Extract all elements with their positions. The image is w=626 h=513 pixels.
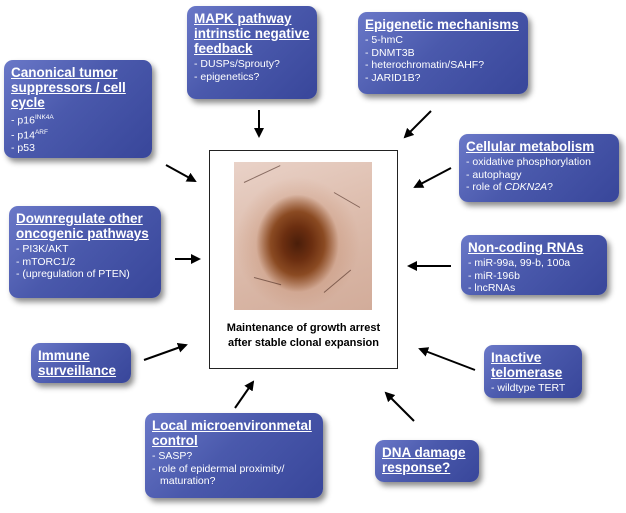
list-item: - DUSPs/Sprouty? xyxy=(194,58,280,70)
arrow-metabolism xyxy=(413,167,452,188)
box-title: Downregulate other oncogenic pathways xyxy=(16,211,149,241)
melanocytic-nevus-image xyxy=(234,162,372,310)
list-item: - wildtype TERT xyxy=(491,382,566,394)
box-inactive-telomerase: Inactive telomerase - wildtype TERT xyxy=(484,345,582,398)
arrow-telomerase xyxy=(418,347,476,371)
box-title: Canonical tumor suppressors / cell cycle xyxy=(11,65,126,110)
box-title: Cellular metabolism xyxy=(466,139,595,154)
list-item: - 5-hmC xyxy=(365,34,403,46)
box-title: Immune surveillance xyxy=(38,348,117,378)
list-item: - mTORC1/2 xyxy=(16,255,76,268)
box-epigenetic-mechanisms: Epigenetic mechanisms - 5-hmC - DNMT3B -… xyxy=(358,12,528,94)
arrow-epigenetic xyxy=(403,110,432,139)
list-item: - epigenetics? xyxy=(194,70,260,83)
box-title: Local microenvironmetal control xyxy=(152,418,312,448)
box-immune-surveillance: Immune surveillance xyxy=(31,343,131,383)
list-item: - p14ARF xyxy=(11,129,48,142)
box-title: DNA damage response? xyxy=(382,445,466,475)
arrow-microenv xyxy=(234,380,255,409)
list-item: - JARID1B? xyxy=(365,71,421,84)
list-item: - oxidative phosphorylation xyxy=(466,156,591,168)
list-item: - p16INK4A xyxy=(11,114,54,127)
list-item: - autophagy xyxy=(466,168,522,181)
list-item: - (upregulation of PTEN) xyxy=(16,268,130,280)
box-non-coding-rnas: Non-coding RNAs - miR-99a, 99-b, 100a - … xyxy=(461,235,607,295)
box-title: Epigenetic mechanisms xyxy=(365,17,519,32)
list-item: - heterochromatin/SAHF? xyxy=(365,59,485,71)
box-mapk-pathway: MAPK pathway intrinstic negative feedbac… xyxy=(187,6,317,99)
list-item: - miR-196b xyxy=(468,269,520,282)
box-downregulate-oncogenic-pathways: Downregulate other oncogenic pathways - … xyxy=(9,206,161,298)
list-item: - SASP? xyxy=(152,450,193,462)
list-item: maturation? xyxy=(160,475,216,487)
caption-line-1: Maintenance of growth arrest xyxy=(226,322,381,334)
box-title: Inactive telomerase xyxy=(491,350,563,380)
box-local-microenvironment-control: Local microenvironmetal control - SASP? … xyxy=(145,413,323,498)
box-cellular-metabolism: Cellular metabolism - oxidative phosphor… xyxy=(459,134,619,202)
list-item: - miR-99a, 99-b, 100a xyxy=(468,257,571,269)
center-panel: Maintenance of growth arrest after stabl… xyxy=(209,150,398,369)
arrow-immune xyxy=(143,342,188,361)
box-title: Non-coding RNAs xyxy=(468,240,584,255)
caption-line-2: after stable clonal expansion xyxy=(228,337,379,349)
list-item: - p53 xyxy=(11,142,35,154)
list-item: - role of CDKN2A? xyxy=(466,181,553,193)
arrow-dna xyxy=(384,391,415,422)
list-item: - PI3K/AKT xyxy=(16,243,69,255)
arrow-canonical xyxy=(165,164,197,182)
box-title: MAPK pathway intrinstic negative feedbac… xyxy=(194,11,310,56)
list-item: - role of epidermal proximity/ xyxy=(152,462,285,475)
list-item: - lncRNAs xyxy=(468,282,516,294)
list-item: - DNMT3B xyxy=(365,46,415,59)
box-dna-damage-response: DNA damage response? xyxy=(375,440,479,482)
center-caption: Maintenance of growth arrest after stabl… xyxy=(210,321,397,351)
box-canonical-tumor-suppressors: Canonical tumor suppressors / cell cycle… xyxy=(4,60,152,158)
